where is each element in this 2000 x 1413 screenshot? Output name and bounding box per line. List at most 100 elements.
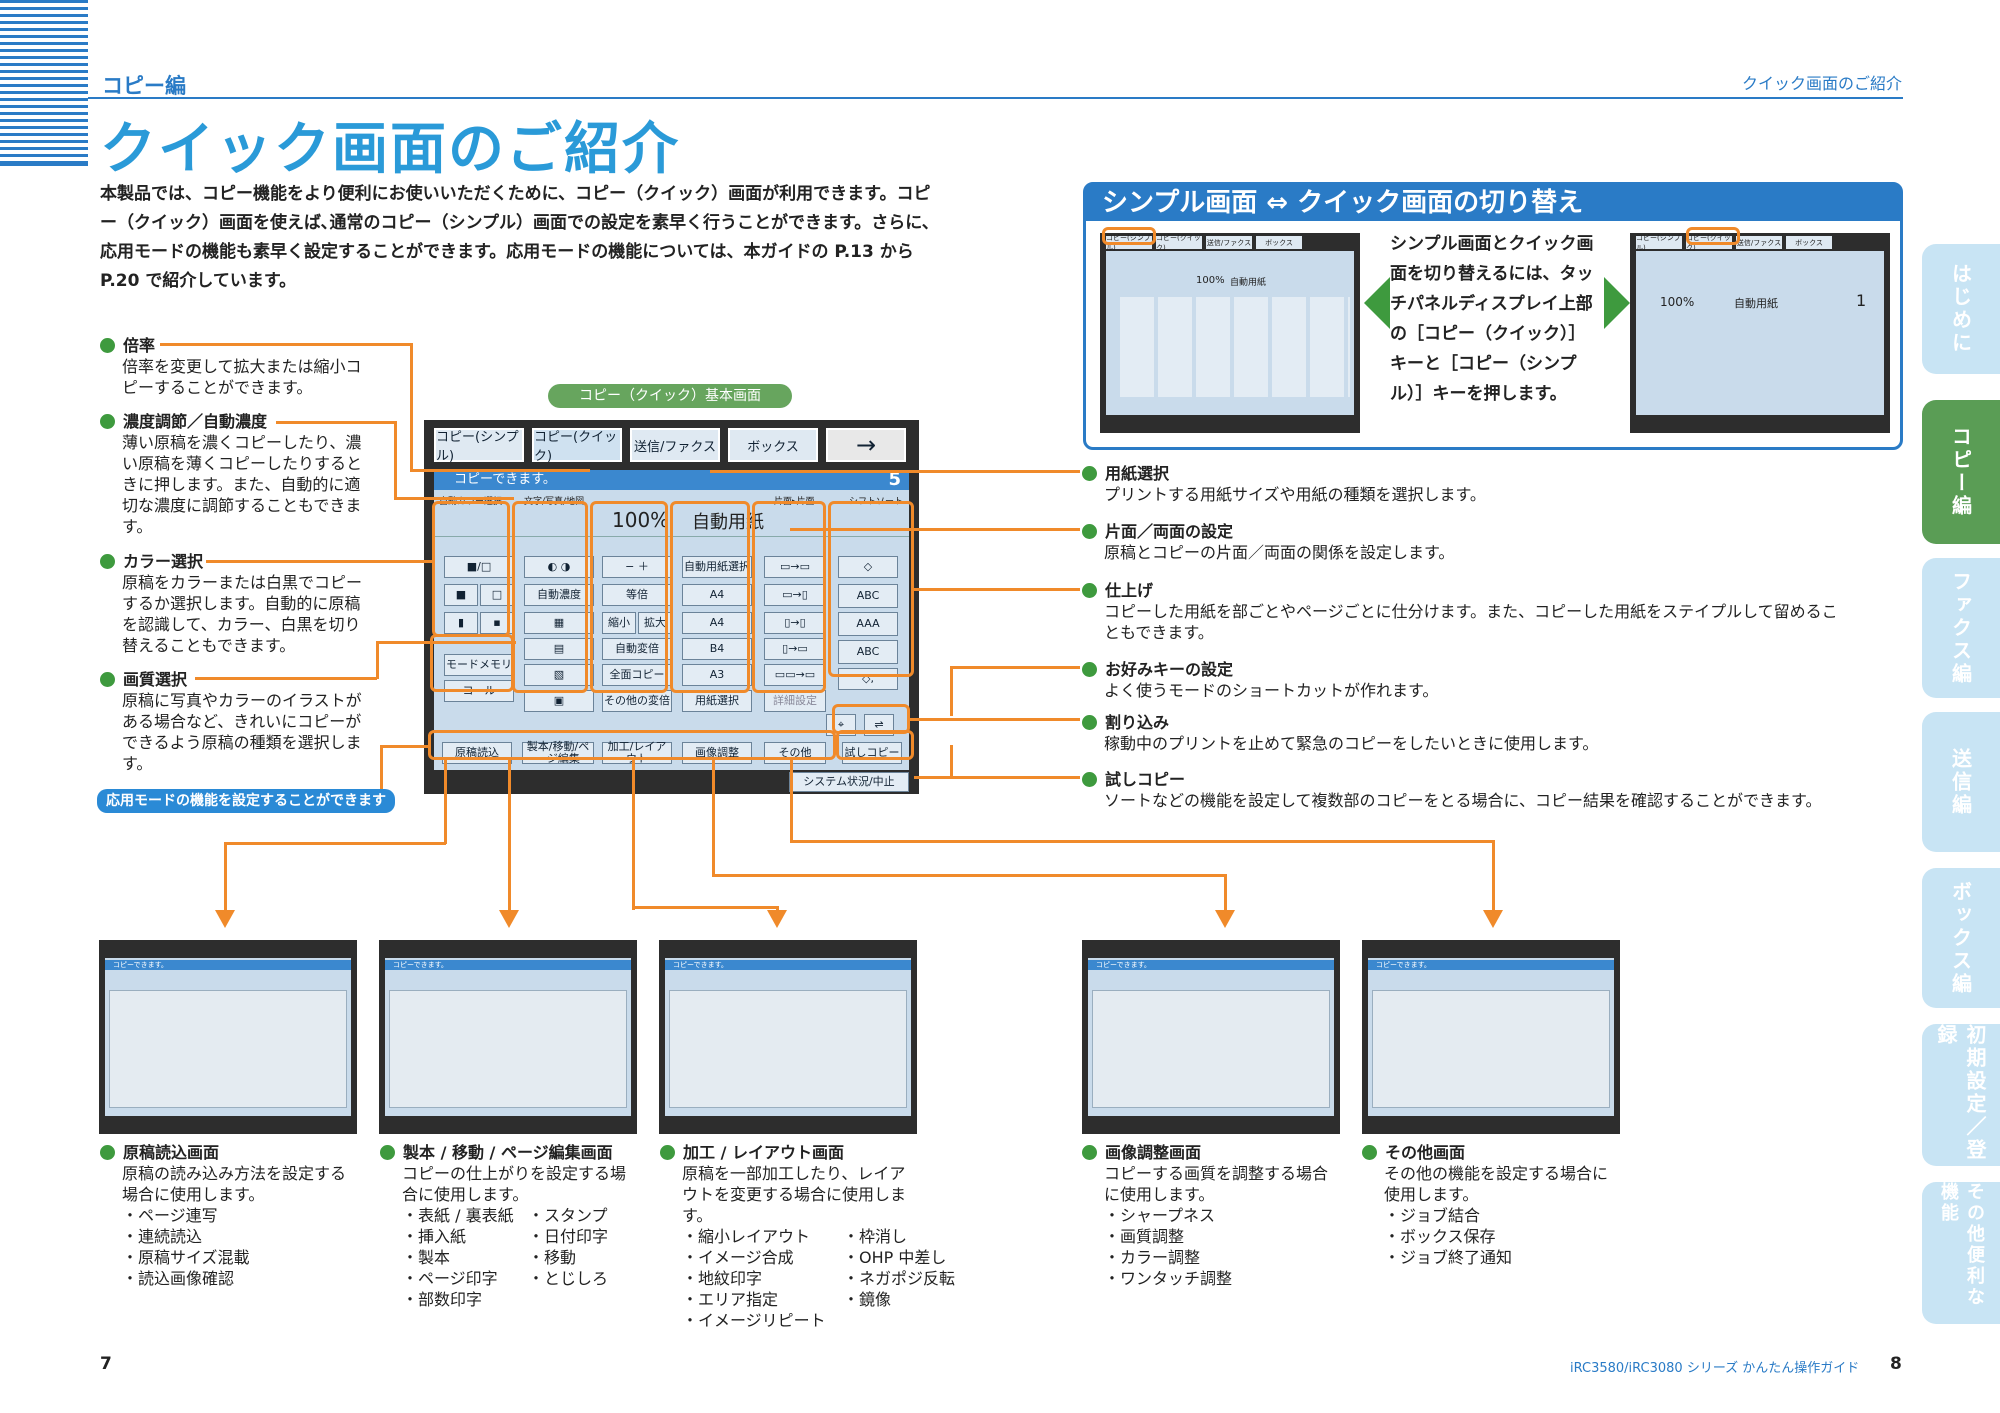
leader-line <box>276 421 396 424</box>
bullet-icon <box>100 338 115 353</box>
paper-a3-button[interactable]: A3 <box>682 664 752 686</box>
bullet-icon <box>1082 1145 1097 1160</box>
arrow-right-icon <box>1604 277 1630 329</box>
header-right: クイック画面のご紹介 <box>1741 74 1902 93</box>
paper-value: 自動用紙 <box>692 512 764 533</box>
sort-button[interactable]: ABC <box>838 584 898 608</box>
thumb-status: コピーできます。 <box>665 960 911 970</box>
paper-b4-button[interactable]: B4 <box>682 638 752 660</box>
footer-model: iRC3580/iRC3080 シリーズ かんたん操作ガイド <box>1570 1361 1860 1376</box>
full-copy-button[interactable]: 全面コピー <box>602 664 672 686</box>
simple-screen-thumb: コピー(シンプル) コピー(クイック) 送信/ファクス ボックス 100% 自動… <box>1100 227 1360 433</box>
tab-send-fax[interactable]: 送信/ファクス <box>630 428 720 462</box>
equal-ratio-button[interactable]: 等倍 <box>602 584 672 606</box>
system-status-button[interactable]: システム状況/中止 <box>789 772 909 792</box>
leader-line <box>632 906 778 909</box>
tab-intro[interactable]: はじめに <box>1922 244 2000 374</box>
intro-text: 本製品では、コピー機能をより便利にお使いいただくために、コピー（クイック）画面が… <box>100 184 939 291</box>
duplex-2to2-button[interactable]: ▯→▯ <box>764 612 826 634</box>
thumb-ratio: 100% <box>1196 275 1225 286</box>
leader-line <box>224 842 446 845</box>
thumb-status: コピーできます。 <box>385 960 631 970</box>
duplex-1to1-button[interactable]: ▭→▭ <box>764 556 826 578</box>
leader-line <box>914 776 1080 779</box>
full-color-button[interactable]: ■ <box>444 584 478 606</box>
tab-copy[interactable]: コピー編 <box>1922 400 2000 544</box>
leader-line <box>710 470 1080 473</box>
tab-copy-simple[interactable]: コピー(シンプル) <box>434 428 524 464</box>
duplex-1to2-button[interactable]: ▭→▯ <box>764 584 826 606</box>
mono-button[interactable]: □ <box>480 584 514 606</box>
leader-line <box>444 760 447 844</box>
auto-ratio-button[interactable]: 自動変倍 <box>602 638 672 660</box>
duplex-book-button[interactable]: ▭▭→▭ <box>764 664 826 686</box>
bullet-icon <box>1362 1145 1377 1160</box>
density-button[interactable]: ◐ ◑ <box>524 556 594 578</box>
tab-fax[interactable]: ファクス編 <box>1922 558 2000 698</box>
tab-box-section[interactable]: ボックス編 <box>1922 868 2000 1008</box>
tab-settings[interactable]: 初期設定／登録 <box>1922 1024 2000 1166</box>
outline-quality <box>512 501 588 693</box>
leader-line <box>380 745 383 789</box>
ratio-value: 100% <box>612 508 670 532</box>
thumb-buttons <box>1120 297 1350 397</box>
bullet-icon <box>1082 715 1097 730</box>
item-duplex: 片面／両面の設定 原稿とコピーの片面／両面の関係を設定します。 <box>1082 521 1842 563</box>
book-screen-thumb: コピーできます。 <box>379 940 637 1134</box>
leader-line <box>376 641 516 644</box>
reduce-button[interactable]: 縮小 <box>602 612 636 634</box>
mode-memory-button[interactable]: モードメモリ <box>444 654 514 676</box>
auto-density-button[interactable]: 自動濃度 <box>524 584 594 606</box>
screen-pill: コピー（クイック）基本画面 <box>548 384 792 408</box>
detail-settings-button[interactable]: 詳細設定 <box>764 690 826 712</box>
staple-button[interactable]: ◇, <box>838 668 898 690</box>
item-density: 濃度調節／自動濃度 薄い原稿を濃くコピーしたり、濃い原稿を薄くコピーしたりすると… <box>100 411 370 537</box>
leader-line <box>508 760 511 910</box>
paper-a4r-button[interactable]: A4 <box>682 612 752 634</box>
quality-print-button[interactable]: ▧ <box>524 664 594 686</box>
leader-line <box>380 745 428 748</box>
leader-line <box>910 718 1080 721</box>
tab-arrow[interactable]: → <box>826 428 906 462</box>
bullet-icon <box>1082 524 1097 539</box>
arrow-down-icon <box>499 910 519 928</box>
bullet-icon <box>1082 772 1097 787</box>
bullet-icon <box>1082 466 1097 481</box>
thumb-tab: コピー(クイック) <box>1156 233 1202 252</box>
quick-screen-thumb: コピー(シンプル) コピー(クイック) 送信/ファクス ボックス 100% 自動… <box>1630 227 1890 433</box>
tab-copy-quick[interactable]: コピー(クイック) <box>532 428 622 464</box>
single-color-button[interactable]: ▪ <box>480 612 514 634</box>
bullet-icon <box>1082 583 1097 598</box>
duplex-2to1-button[interactable]: ▯→▭ <box>764 638 826 660</box>
paper-select-button[interactable]: 用紙選択 <box>682 690 752 712</box>
staple-sort-button[interactable]: ABC <box>838 640 898 664</box>
paper-a4-button[interactable]: A4 <box>682 584 752 606</box>
outline-mode-memory <box>430 634 514 692</box>
quality-text-button[interactable]: ▤ <box>524 638 594 660</box>
color-select-button[interactable]: ■/□ <box>444 556 514 578</box>
item-sample-copy: 試しコピー ソートなどの機能を設定して複数部のコピーをとる場合に、コピー結果を確… <box>1082 769 1872 811</box>
outline-finish <box>828 501 914 677</box>
leader-line <box>376 641 379 679</box>
group-button[interactable]: AAA <box>838 612 898 636</box>
bottom-item-layout: 加工 / レイアウト画面 原稿を一部加工したり、レイアウトを変更する場合に使用し… <box>660 1142 990 1331</box>
leader-line <box>632 760 635 910</box>
item-quality: 画質選択 原稿に写真やカラーのイラストがある場合など、きれいにコピーができるよう… <box>100 669 370 774</box>
bullet-icon <box>100 1145 115 1160</box>
quality-map-button[interactable]: ▣ <box>524 690 594 712</box>
tab-box[interactable]: ボックス <box>728 428 818 462</box>
quality-photo-button[interactable]: ▦ <box>524 612 594 634</box>
thumb-paper: 自動用紙 <box>1734 297 1778 310</box>
auto-paper-button[interactable]: 自動用紙選択 <box>682 556 752 578</box>
tab-send[interactable]: 送信編 <box>1922 712 2000 852</box>
bullet-icon <box>1082 662 1097 677</box>
bullet-icon <box>100 672 115 687</box>
thumb-tab: 送信/ファクス <box>1206 236 1252 249</box>
two-color-button[interactable]: ▮ <box>444 612 478 634</box>
sort-off-button[interactable]: ◇ <box>838 556 898 578</box>
leader-line <box>790 528 1080 531</box>
thumb-count: 1 <box>1856 291 1867 310</box>
tab-other-functions[interactable]: その他便利な機能 <box>1922 1182 2000 1324</box>
other-ratio-button[interactable]: その他の変倍 <box>602 690 672 712</box>
outline-color <box>432 501 510 637</box>
